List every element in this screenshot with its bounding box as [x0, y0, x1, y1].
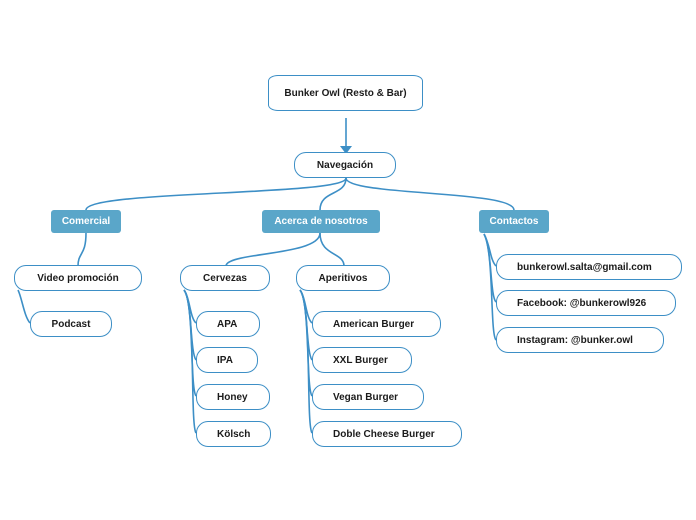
aperitivo-item-american[interactable]: American Burger [312, 311, 441, 337]
nav-to-comercial [85, 177, 347, 211]
contact-email[interactable]: bunkerowl.salta@gmail.com [496, 254, 682, 280]
beer-item-kolsch[interactable]: Kölsch [196, 421, 271, 447]
contact-facebook[interactable]: Facebook: @bunkerowl926 [496, 290, 676, 316]
aperitivos-to-doble [299, 289, 313, 434]
comercial-node[interactable]: Comercial [51, 210, 121, 233]
comercial-to-video [77, 232, 87, 267]
aperitivo-item-xxl[interactable]: XXL Burger [312, 347, 412, 373]
navegacion-node[interactable]: Navegación [294, 152, 396, 178]
root-node[interactable]: Bunker Owl (Resto & Bar) [268, 75, 423, 111]
nav-to-contactos [345, 177, 515, 211]
beer-item-honey[interactable]: Honey [196, 384, 270, 410]
nav-to-acerca [319, 177, 347, 211]
cervezas-node[interactable]: Cervezas [180, 265, 270, 291]
aperitivos-node[interactable]: Aperitivos [296, 265, 390, 291]
acerca-node[interactable]: Acerca de nosotros [262, 210, 380, 233]
acerca-to-aperitivos [319, 232, 345, 267]
aperitivo-item-vegan[interactable]: Vegan Burger [312, 384, 424, 410]
contactos-to-instagram [483, 233, 497, 341]
video-promocion-node[interactable]: Video promoción [14, 265, 142, 291]
cervezas-to-kolsch [183, 289, 197, 434]
beer-item-apa[interactable]: APA [196, 311, 260, 337]
acerca-to-cervezas [225, 232, 321, 267]
video-to-podcast [17, 289, 31, 324]
aperitivo-item-doble[interactable]: Doble Cheese Burger [312, 421, 462, 447]
beer-item-ipa[interactable]: IPA [196, 347, 258, 373]
contact-instagram[interactable]: Instagram: @bunker.owl [496, 327, 664, 353]
podcast-node[interactable]: Podcast [30, 311, 112, 337]
arrow-head [340, 146, 352, 154]
contactos-node[interactable]: Contactos [479, 210, 549, 233]
